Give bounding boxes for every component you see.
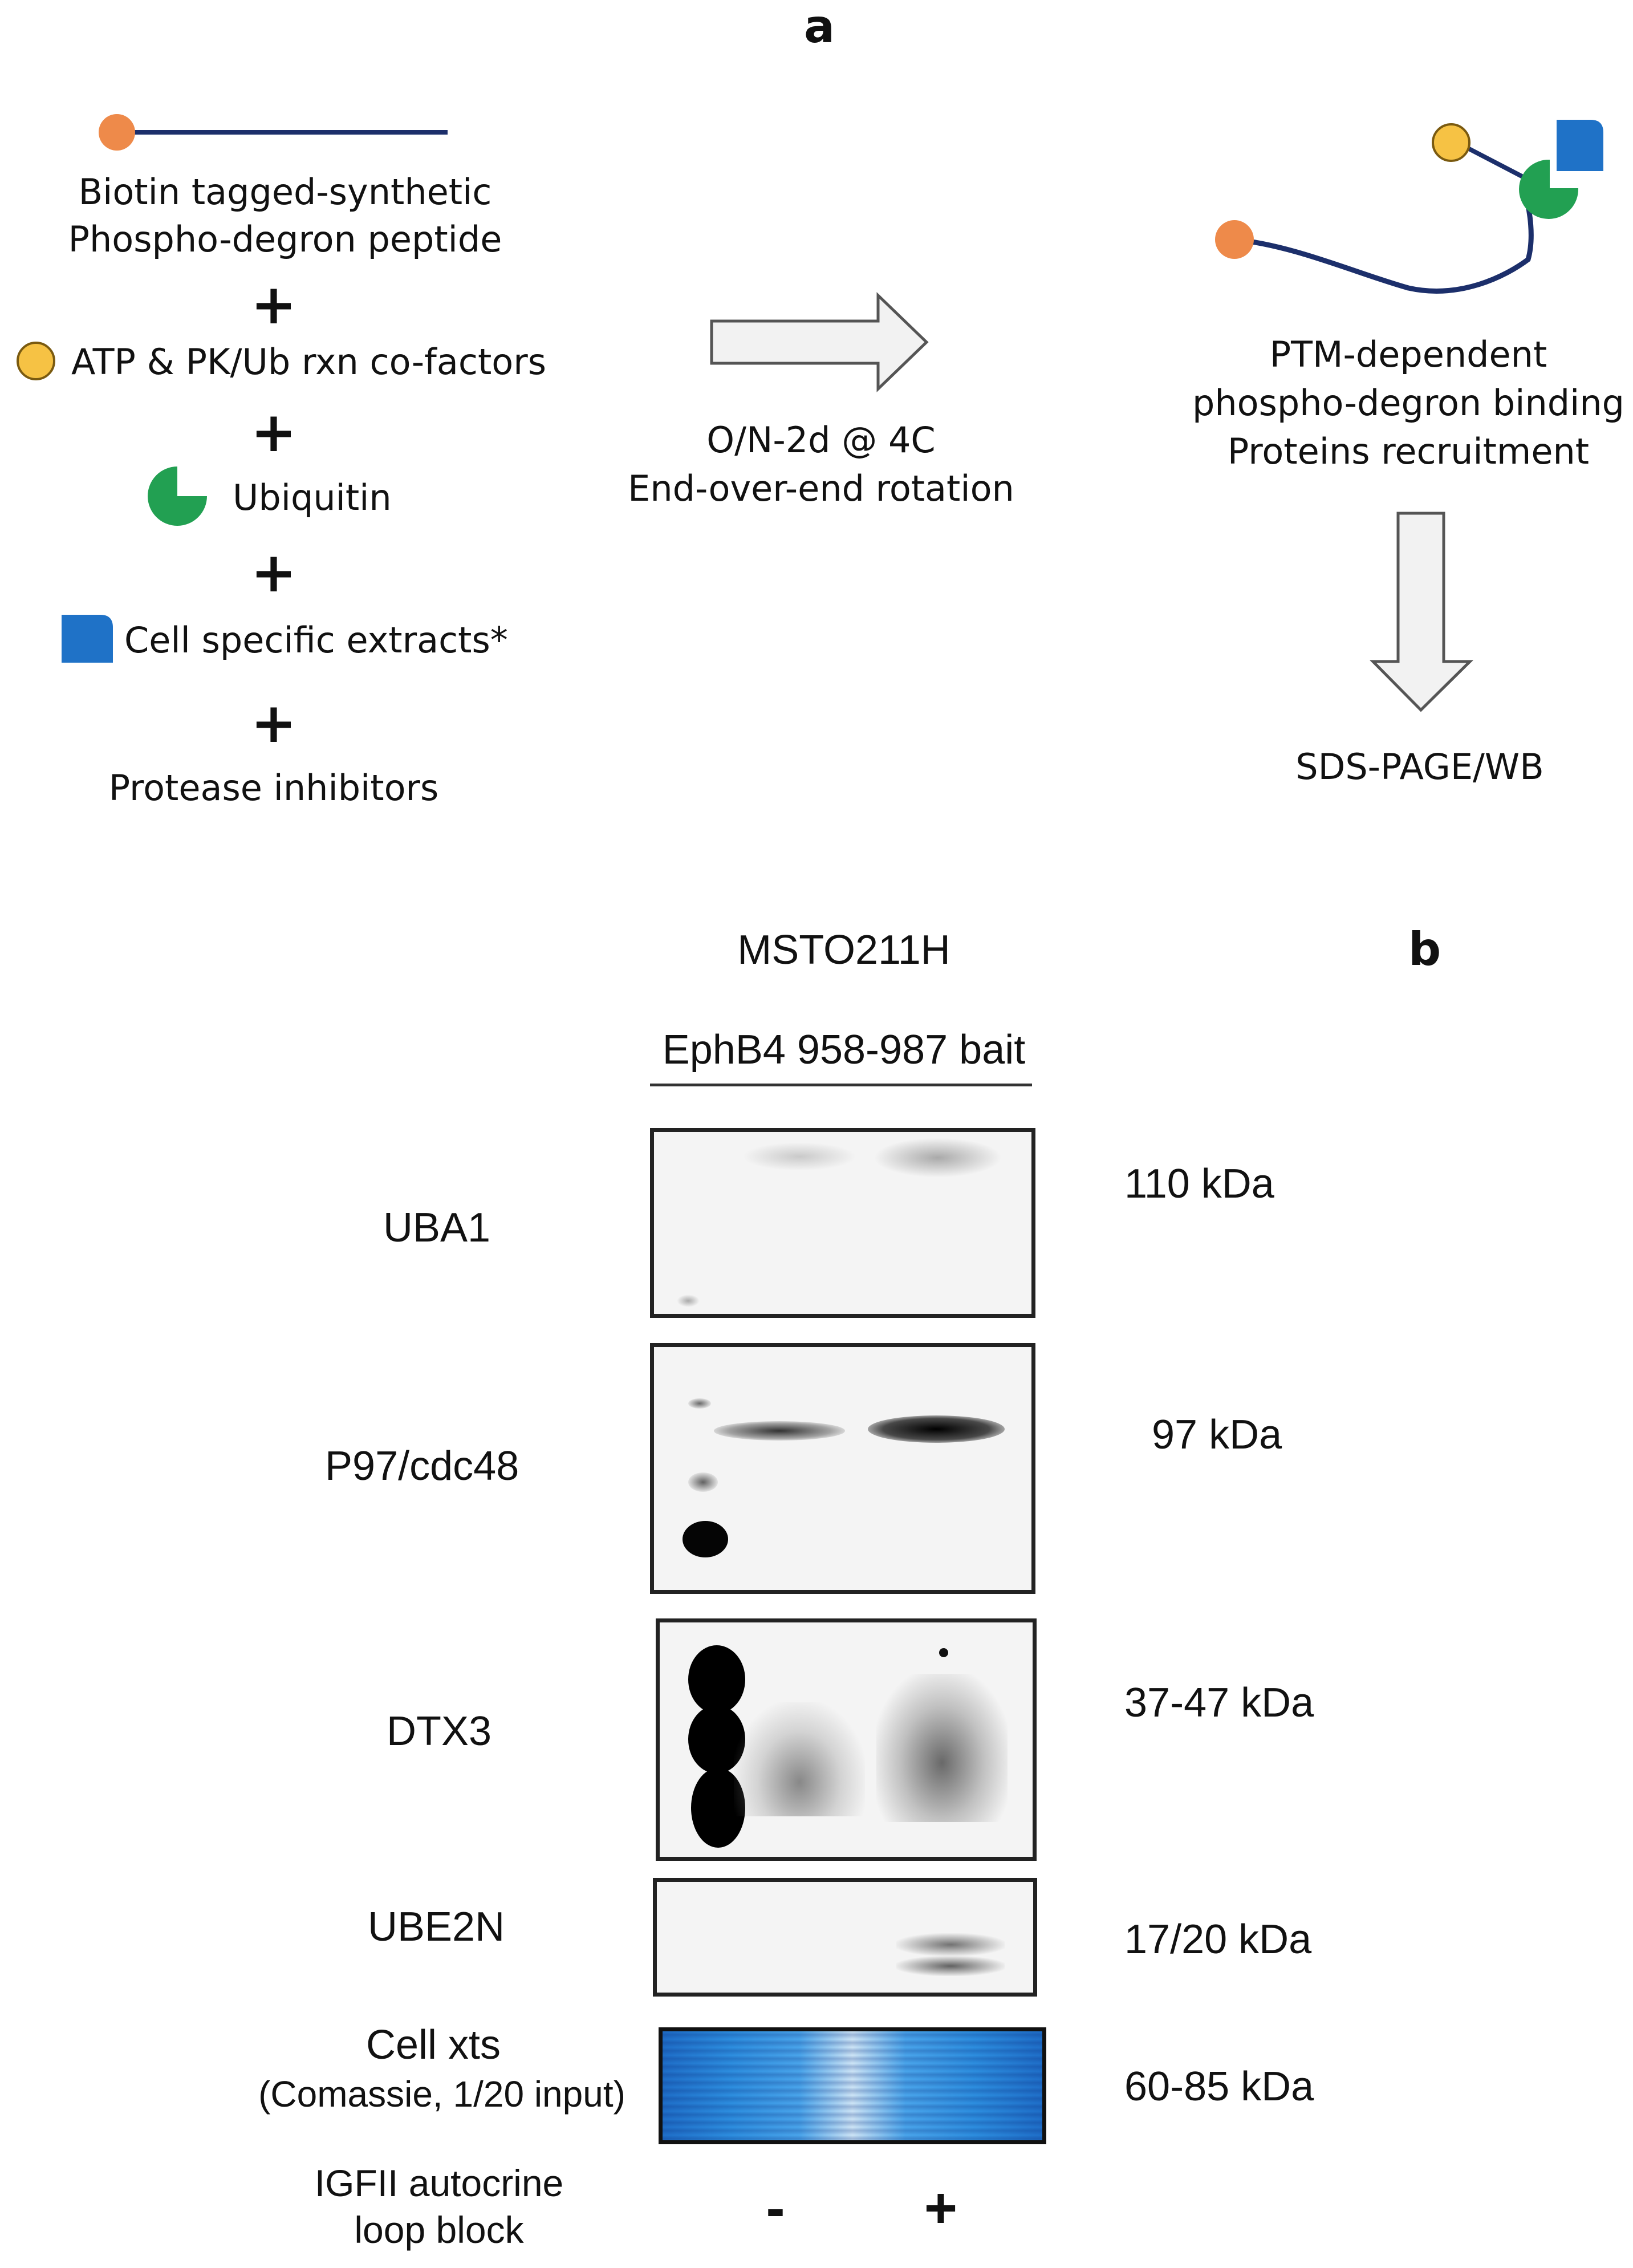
loading-size: 60-85 kDa <box>1124 2064 1314 2109</box>
blot-size-ube2n: 17/20 kDa <box>1124 1917 1312 1962</box>
plus-sign: + <box>250 691 297 755</box>
panel-b-label: b <box>1408 923 1441 976</box>
blot-dtx3 <box>656 1618 1037 1861</box>
arrow-down-icon <box>1370 512 1474 712</box>
atp-label: ATP & PK/Ub rxn co-factors <box>71 341 547 383</box>
result-line3: Proteins recruitment <box>1227 431 1590 472</box>
coomassie-gel <box>659 2027 1046 2144</box>
blot-size-uba1: 110 kDa <box>1124 1161 1274 1207</box>
incubation-line2: End-over-end rotation <box>628 468 1014 509</box>
panel-a-label: a <box>804 0 835 53</box>
blot-size-p97: 97 kDa <box>1152 1412 1282 1458</box>
ubiquitin-pacman-icon <box>148 466 207 526</box>
extract-square-icon <box>62 615 113 663</box>
blot-name-uba1: UBA1 <box>383 1205 491 1251</box>
blot-name-ube2n: UBE2N <box>368 1904 505 1950</box>
plus-sign: + <box>250 541 297 604</box>
result-line1: PTM-dependent <box>1269 334 1547 375</box>
blot-size-dtx3: 37-47 kDa <box>1124 1680 1314 1726</box>
blot-p97 <box>650 1343 1035 1594</box>
loading-line2: (Comassie, 1/20 input) <box>258 2074 625 2115</box>
blot-name-dtx3: DTX3 <box>387 1709 492 1754</box>
plus-sign: + <box>250 273 297 336</box>
treatment-line2: loop block <box>354 2209 524 2251</box>
incubation-line1: O/N-2d @ 4C <box>706 419 936 461</box>
readout-label: SDS-PAGE/WB <box>1295 746 1544 788</box>
loading-line1: Cell xts <box>365 2022 501 2068</box>
peptide-label-line2: Phospho-degron peptide <box>68 218 502 260</box>
treatment-line1: IGFII autocrine <box>314 2162 564 2204</box>
atp-circle-icon <box>17 342 55 380</box>
blot-name-p97: P97/cdc48 <box>325 1443 519 1489</box>
blot-uba1 <box>650 1128 1035 1318</box>
bait-underline <box>650 1084 1032 1086</box>
lane-minus: - <box>766 2176 785 2240</box>
result-line2: phospho-degron binding <box>1192 382 1625 424</box>
bait-label: EphB4 958-987 bait <box>662 1027 1026 1073</box>
extracts-label: Cell specific extracts* <box>124 619 508 661</box>
blot-ube2n <box>653 1878 1037 1997</box>
ubiquitin-label: Ubiquitin <box>233 477 392 518</box>
cell-line-label: MSTO211H <box>737 927 950 973</box>
lane-plus: + <box>924 2176 958 2240</box>
inhibitors-label: Protease inhibitors <box>108 767 439 809</box>
peptide-label-line1: Biotin tagged-synthetic <box>78 171 492 213</box>
arrow-right-icon <box>710 292 929 392</box>
biotin-circle-icon <box>99 114 135 151</box>
plus-sign: + <box>250 400 297 464</box>
